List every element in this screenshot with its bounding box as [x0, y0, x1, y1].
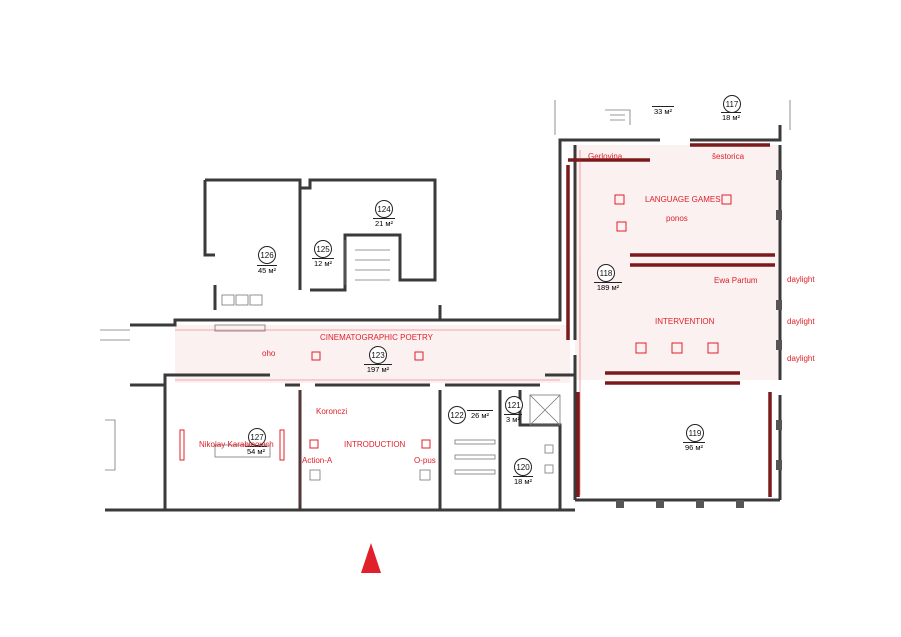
artwork-gerlovina: Gerlovina [588, 152, 623, 161]
room-124-number: 124 [375, 200, 393, 218]
room-125-area: 12 м² [312, 258, 334, 268]
room-119-number: 119 [686, 424, 704, 442]
room-117-number: 117 [723, 95, 741, 113]
feature-walls [566, 143, 775, 497]
artwork-action-a: Action-A [302, 456, 333, 465]
artwork-ewa-partum: Ewa Partum [714, 276, 758, 285]
room-121-number: 121 [505, 396, 523, 414]
room-124-area: 21 м² [373, 218, 395, 228]
artwork-sestorica: šestorica [712, 152, 745, 161]
columns [616, 170, 782, 508]
entrance-arrow [361, 543, 381, 573]
artwork-ponos: ponos [666, 214, 688, 223]
artwork-markers [179, 194, 732, 461]
artwork-koronczi: Koronczi [316, 407, 348, 416]
artwork-o-pus: O-pus [414, 456, 436, 465]
room-117-area: 18 м² [721, 112, 741, 122]
artwork-cinematographic-poetry: CINEMATOGRAPHIC POETRY [320, 333, 433, 342]
room-120-area: 18 м² [513, 476, 533, 486]
artwork-oho: oho [262, 349, 276, 358]
artwork-language-games: LANGUAGE GAMES [645, 195, 721, 204]
artwork-intervention: INTERVENTION [655, 317, 715, 326]
room-121-area: 3 м² [504, 414, 522, 424]
room-118-number: 118 [597, 264, 615, 282]
daylight-label-1: daylight [787, 275, 815, 284]
room-122-number: 122 [448, 406, 466, 424]
room-123-number: 123 [369, 346, 387, 364]
daylight-label-2: daylight [787, 317, 815, 326]
room-120-number: 120 [514, 458, 532, 476]
room-122-area: 26 м² [467, 410, 493, 420]
artwork-nikolay-karabinovich: Nikolay Karabinovich [199, 440, 274, 449]
daylight-label-3: daylight [787, 354, 815, 363]
room-125-number: 125 [314, 240, 332, 258]
fixtures [100, 100, 791, 481]
room-33-area: 33 м² [652, 106, 674, 116]
exhibition-floor [175, 145, 780, 383]
circulation-lines [175, 150, 581, 505]
room-127-number: 127 [248, 428, 266, 446]
artwork-introduction: INTRODUCTION [344, 440, 406, 449]
room-126-number: 126 [258, 246, 276, 264]
room-118-area: 189 м² [594, 282, 622, 292]
room-119-area: 96 м² [683, 442, 705, 452]
room-127-area: 54 м² [245, 446, 267, 456]
room-123-area: 197 м² [364, 364, 392, 374]
room-126-area: 45 м² [257, 265, 277, 275]
